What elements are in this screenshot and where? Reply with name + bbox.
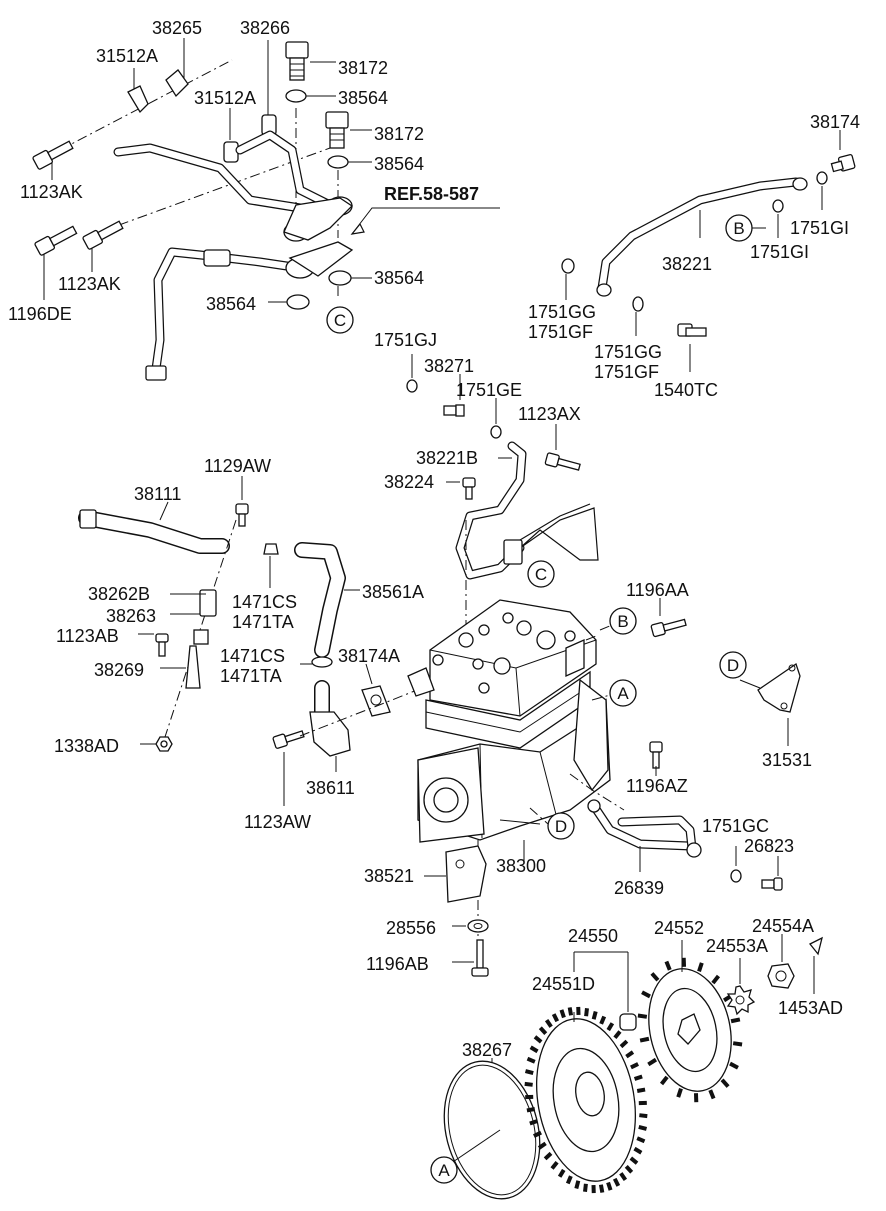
label-38561A: 38561A [362, 582, 424, 602]
label-1751GI: 1751GI [790, 218, 849, 238]
label-38221: 38221 [662, 254, 712, 274]
label-1751GF: 1751GF [594, 362, 659, 382]
part-labels: 38265 38266 31512A 31512A 38172 38564 38… [8, 18, 860, 1060]
label-38300: 38300 [496, 856, 546, 876]
label-1129AW: 1129AW [204, 456, 271, 476]
label-38266: 38266 [240, 18, 290, 38]
label-38564: 38564 [206, 294, 256, 314]
label-1751GI: 1751GI [750, 242, 809, 262]
label-1751GG: 1751GG [528, 302, 596, 322]
pipe-38221-assembly [561, 130, 856, 372]
callout-b: B [617, 612, 628, 631]
label-38564: 38564 [338, 88, 388, 108]
gear-24552 [637, 957, 743, 1103]
label-38172: 38172 [374, 124, 424, 144]
label-38221B: 38221B [416, 448, 478, 468]
label-38265: 38265 [152, 18, 202, 38]
callout-b: B [733, 219, 744, 238]
label-38263: 38263 [106, 606, 156, 626]
label-1453AD: 1453AD [778, 998, 843, 1018]
label-1196AA: 1196AA [626, 580, 689, 600]
label-38521: 38521 [364, 866, 414, 886]
label-1751GE: 1751GE [456, 380, 522, 400]
right-side-parts [527, 560, 801, 891]
label-38271: 38271 [424, 356, 474, 376]
label-38224: 38224 [384, 472, 434, 492]
label-1751GF: 1751GF [528, 322, 593, 342]
label-1471TA: 1471TA [220, 666, 282, 686]
callout-d: D [727, 656, 739, 675]
gear-assembly [430, 934, 823, 1200]
label-38269: 38269 [94, 660, 144, 680]
label-1471TA: 1471TA [232, 612, 294, 632]
label-1751GC: 1751GC [702, 816, 769, 836]
mount-bracket-assembly [424, 845, 489, 977]
gear-24551d [524, 1006, 648, 1194]
label-1123AW: 1123AW [244, 812, 311, 832]
label-38174: 38174 [810, 112, 860, 132]
left-hose-bracket-assembly [78, 476, 433, 806]
label-38564: 38564 [374, 154, 424, 174]
label-1471CS: 1471CS [220, 646, 285, 666]
callout-markers: C B C B A D D A [334, 219, 745, 1180]
callout-a: A [617, 684, 629, 703]
label-1123AX: 1123AX [518, 404, 581, 424]
upper-pipe-assembly [32, 38, 500, 381]
label-31512A: 31512A [96, 46, 158, 66]
reference-label: REF.58-587 [384, 184, 479, 204]
label-1751GG: 1751GG [594, 342, 662, 362]
upper-fittings [406, 354, 599, 640]
label-31531: 31531 [762, 750, 812, 770]
label-24554A: 24554A [752, 916, 814, 936]
callout-c: C [334, 311, 346, 330]
label-28556: 28556 [386, 918, 436, 938]
label-1123AK: 1123AK [58, 274, 121, 294]
label-38267: 38267 [462, 1040, 512, 1060]
label-26839: 26839 [614, 878, 664, 898]
label-24553A: 24553A [706, 936, 768, 956]
label-1196DE: 1196DE [8, 304, 72, 324]
label-1123AK: 1123AK [20, 182, 83, 202]
label-26823: 26823 [744, 836, 794, 856]
label-38262B: 38262B [88, 584, 150, 604]
label-1471CS: 1471CS [232, 592, 297, 612]
label-38172: 38172 [338, 58, 388, 78]
callout-d: D [555, 817, 567, 836]
label-1123AB: 1123AB [56, 626, 119, 646]
label-38611: 38611 [306, 778, 355, 798]
label-1751GJ: 1751GJ [374, 330, 437, 350]
callout-a: A [438, 1161, 450, 1180]
compressor-38300 [407, 599, 625, 940]
label-24551D: 24551D [532, 974, 595, 994]
label-38564: 38564 [374, 268, 424, 288]
label-38174A: 38174A [338, 646, 400, 666]
callout-c: C [535, 565, 547, 584]
label-24552: 24552 [654, 918, 704, 938]
label-1196AZ: 1196AZ [626, 776, 688, 796]
label-1196AB: 1196AB [366, 954, 429, 974]
label-31512A: 31512A [194, 88, 256, 108]
label-24550: 24550 [568, 926, 618, 946]
label-38111: 38111 [134, 484, 181, 504]
label-1540TC: 1540TC [654, 380, 718, 400]
label-1338AD: 1338AD [54, 736, 119, 756]
